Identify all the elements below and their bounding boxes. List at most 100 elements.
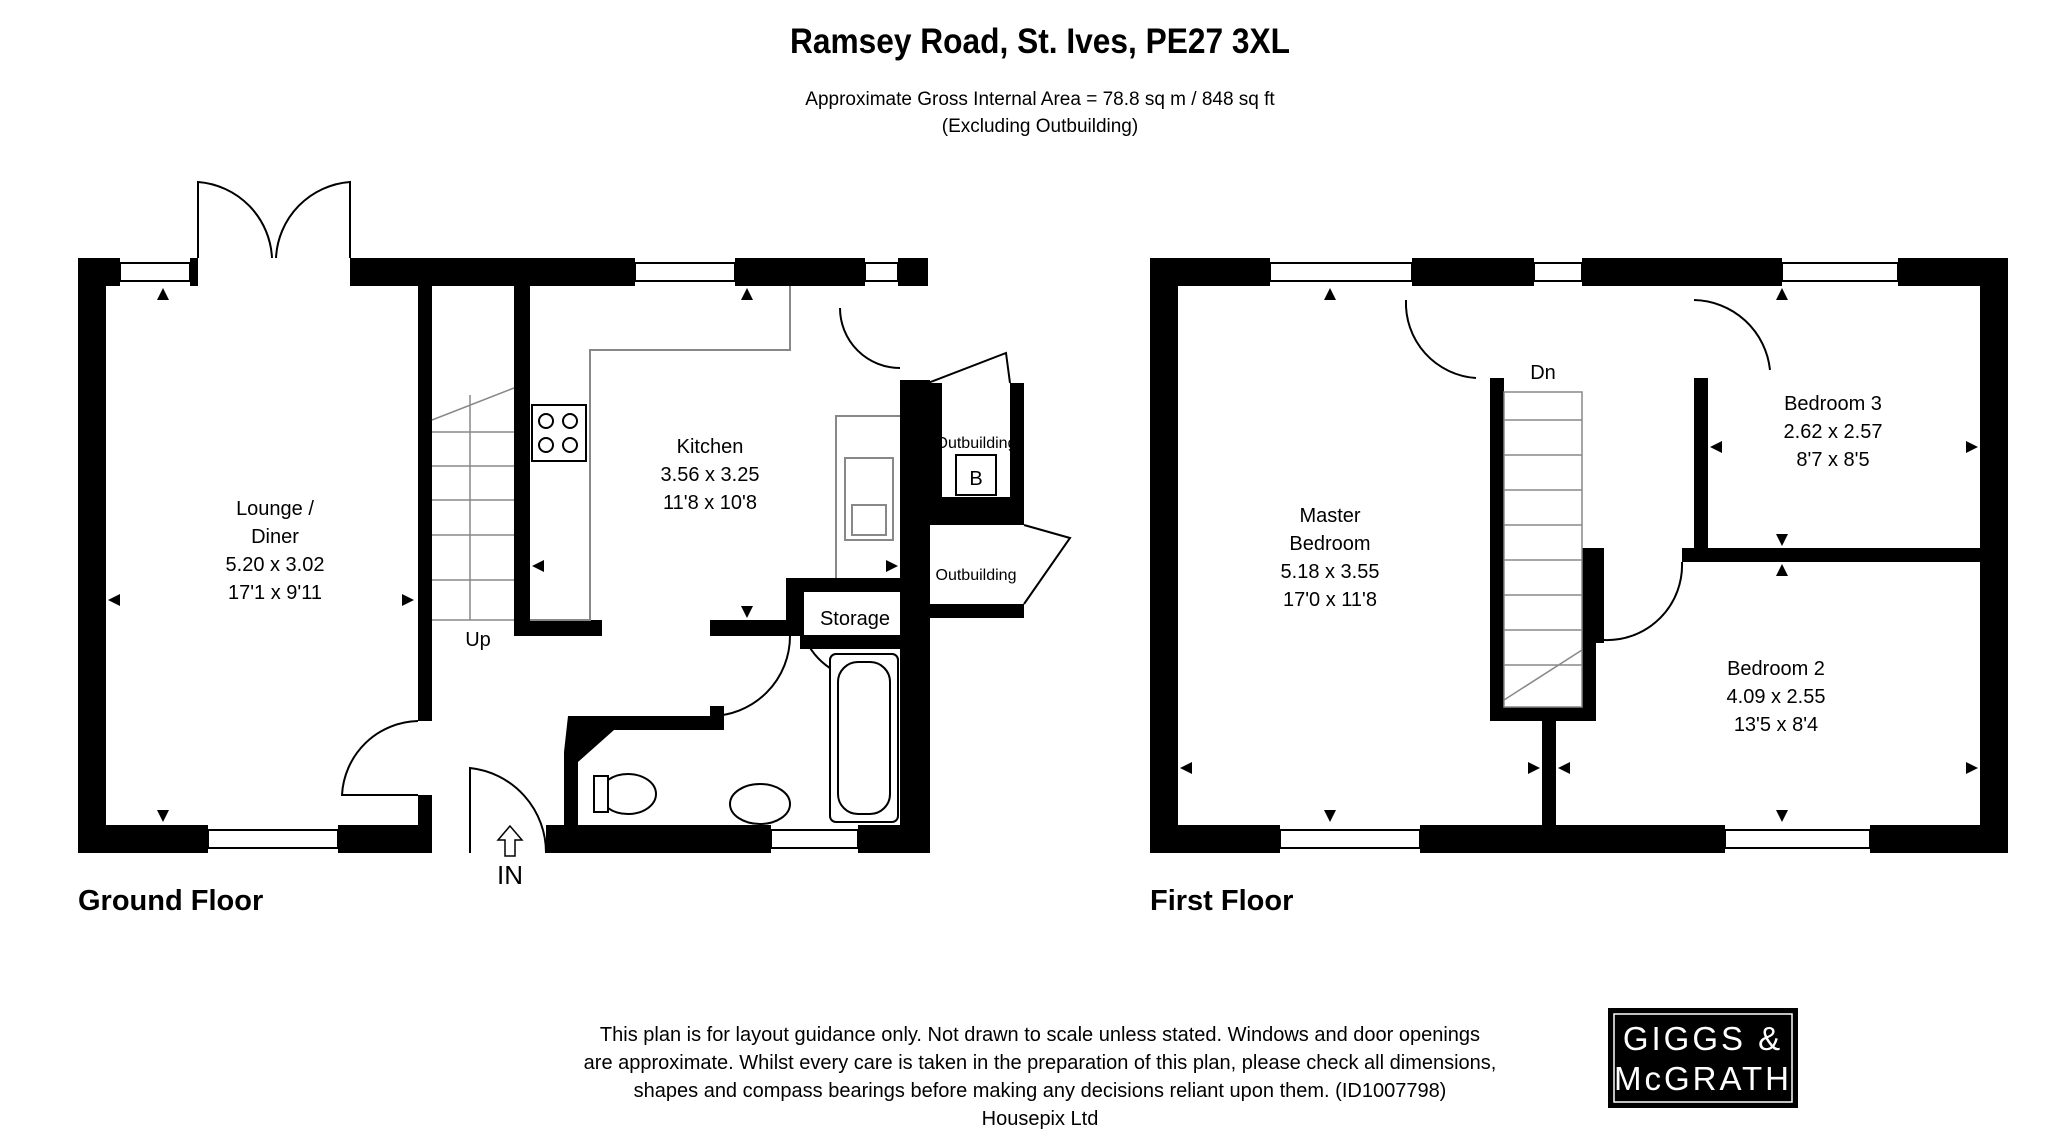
gf-window-lounge-bottom [207, 829, 339, 849]
gf-wall-out2-bottom [928, 604, 1024, 618]
giggs-mcgrath-logo: GIGGS & McGRATH [1608, 1008, 1798, 1108]
first-floor-plan: Dn Master Bedroom 5.18 x 3.55 17'0 x 11'… [1150, 258, 2008, 917]
gf-dimension-arrows [108, 288, 898, 822]
ff-wall-stair-bottom [1490, 707, 1596, 721]
lounge-name-2: Diner [251, 526, 299, 548]
ff-door-bed2 [1603, 561, 1684, 642]
gf-wc-cistern [593, 775, 609, 813]
ff-wall-top-3 [1582, 258, 1782, 286]
gf-wall-stair-bottom [514, 620, 602, 636]
gf-door-out1 [927, 351, 1011, 384]
gf-wall-out-divider [900, 380, 930, 396]
lounge-metric: 5.20 x 3.02 [226, 554, 325, 576]
gf-staircase [431, 387, 515, 621]
gf-bathtub [829, 653, 899, 823]
gf-wall-left [78, 258, 106, 853]
gf-wall-out1-bottom [928, 497, 1024, 511]
gf-wall-bath-upper [710, 706, 724, 716]
gf-counter-right [835, 415, 900, 578]
ff-door-bed3 [1693, 299, 1771, 371]
ff-wall-stair-right2 [1596, 548, 1604, 643]
kitchen-metric: 3.56 x 3.25 [661, 464, 760, 486]
master-name-2: Bedroom [1289, 533, 1370, 555]
ff-wall-right [1980, 258, 2008, 853]
ff-wall-stair-right [1582, 548, 1596, 721]
gf-boiler-marker: B [969, 468, 982, 490]
hob-ring-3 [538, 437, 554, 453]
gf-wall-storage-left [786, 578, 804, 636]
bedroom3-name: Bedroom 3 [1784, 393, 1882, 415]
ff-door-master [1404, 299, 1477, 379]
gf-wall-out1-right [1010, 383, 1024, 511]
gf-wall-top-mid [350, 258, 635, 286]
gf-window-lounge-top [119, 262, 191, 282]
gf-wall-bottom-mid [546, 825, 771, 853]
lounge-imperial: 17'1 x 9'11 [228, 582, 322, 604]
gf-window-bath-bottom [770, 829, 859, 849]
gf-wall-storage-bottom [800, 635, 900, 649]
ff-wall-bottom-1 [1150, 825, 1280, 853]
lounge-name-1: Lounge / [236, 498, 314, 520]
logo-line-2: McGRATH [1614, 1060, 1792, 1097]
gf-door-out2 [1023, 524, 1072, 605]
gf-wall-out1-left [928, 383, 942, 511]
ff-wall-top-2 [1412, 258, 1534, 286]
entrance-label: IN [497, 860, 523, 890]
gf-wall-storage-top [786, 578, 900, 592]
gf-stairs-label: Up [465, 629, 491, 651]
gf-wall-stair-left [418, 286, 432, 721]
gf-wall-stair-right [514, 286, 530, 634]
gf-bathtub-inner [837, 661, 891, 815]
property-title: Ramsey Road, St. Ives, PE27 3XL [790, 22, 1290, 61]
ff-wall-stair-left [1490, 378, 1504, 721]
bedroom2-metric: 4.09 x 2.55 [1727, 686, 1826, 708]
gf-hob [531, 404, 587, 462]
gf-french-doors [197, 180, 351, 259]
gf-door-bathroom [709, 635, 791, 717]
gf-boiler-box [955, 454, 997, 496]
ff-wall-bottom-3 [1870, 825, 2008, 853]
gf-sink-basin [851, 504, 887, 536]
gf-window-kitchen-top [634, 262, 736, 282]
gf-front-door [469, 766, 548, 854]
kitchen-name: Kitchen [677, 436, 744, 458]
gf-wall-top-right2 [898, 258, 928, 286]
ff-window-3 [1781, 262, 1899, 282]
disclaimer-line-1: This plan is for layout guidance only. N… [600, 1024, 1480, 1046]
disclaimer-line-4: Housepix Ltd [982, 1108, 1099, 1130]
gf-wall-top-left2 [190, 258, 198, 286]
gf-wall-out2-right [1010, 604, 1024, 616]
ff-wall-master-divider [1542, 721, 1556, 853]
disclaimer-line-2: are approximate. Whilst every care is ta… [584, 1052, 1497, 1074]
ff-wall-bed-divider [1682, 548, 1980, 562]
hob-ring-1 [538, 413, 554, 429]
storage-name: Storage [820, 608, 890, 630]
ff-window-4 [1279, 829, 1421, 849]
bedroom3-metric: 2.62 x 2.57 [1784, 421, 1883, 443]
logo-line-1: GIGGS & [1623, 1020, 1783, 1057]
ground-floor-label: Ground Floor [78, 885, 263, 917]
entrance-arrow-icon [496, 824, 524, 857]
ff-window-1 [1269, 262, 1413, 282]
gf-kitchen-counter [530, 286, 791, 621]
gf-basin [729, 783, 791, 825]
gf-wall-right [900, 380, 930, 853]
gf-door-kitchen [839, 307, 901, 369]
area-note: (Excluding Outbuilding) [942, 116, 1138, 137]
outbuilding-1-name: Outbuilding [936, 435, 1017, 452]
gf-window-top-right [864, 262, 899, 282]
hob-ring-4 [562, 437, 578, 453]
gf-wall-kitchen-bottom [710, 620, 804, 636]
ff-wall-bed3-left [1694, 378, 1708, 548]
bedroom3-imperial: 8'7 x 8'5 [1796, 449, 1869, 471]
master-imperial: 17'0 x 11'8 [1283, 589, 1377, 611]
kitchen-imperial: 11'8 x 10'8 [663, 492, 757, 514]
gf-wall-stair-left-low [418, 795, 432, 853]
ff-window-5 [1724, 829, 1871, 849]
disclaimer-line-3: shapes and compass bearings before makin… [634, 1080, 1447, 1102]
bedroom2-name: Bedroom 2 [1727, 658, 1825, 680]
ff-stairs-label: Dn [1530, 362, 1556, 384]
ff-window-2 [1533, 262, 1583, 282]
ff-dimension-arrows [1180, 288, 1978, 822]
